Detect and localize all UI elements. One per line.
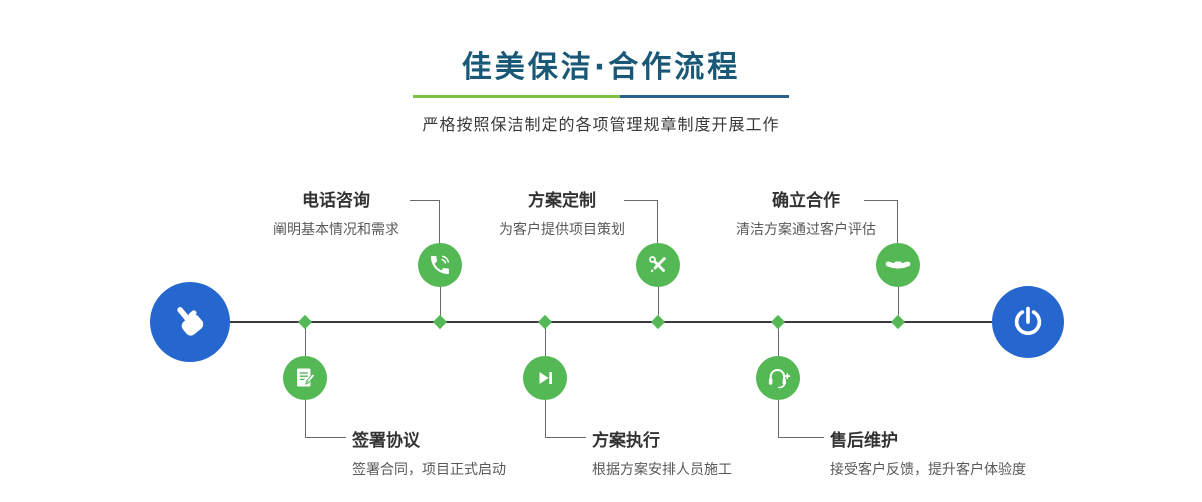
step-desc: 接受客户反馈，提升客户体验度 [830, 462, 1026, 478]
headset-icon [768, 368, 791, 389]
power-icon [1014, 306, 1042, 336]
step-desc: 签署合同，项目正式启动 [352, 462, 506, 478]
divider-blue-segment [619, 95, 789, 98]
step-node-handshake [876, 243, 920, 287]
connector-line [624, 200, 658, 243]
connector-line [305, 400, 346, 438]
timeline-marker [432, 314, 448, 330]
design-tools-icon [649, 256, 667, 273]
divider-green-segment [413, 95, 620, 98]
contract-sign-icon [297, 368, 316, 387]
step-desc: 阐明基本情况和需求 [273, 222, 399, 238]
connector-line [410, 200, 440, 243]
step-node-aftersales [756, 356, 800, 400]
connector-line [898, 287, 899, 321]
step-title: 方案定制 [528, 191, 596, 211]
timeline-marker [770, 314, 786, 330]
step-title: 售后维护 [830, 431, 898, 451]
timeline-axis [190, 321, 1030, 323]
connector-line [440, 287, 441, 321]
end-node [992, 286, 1064, 358]
step-phone-consult: 电话咨询 阐明基本情况和需求 [260, 186, 412, 239]
step-sign-agreement: 签署协议 签署合同，项目正式启动 [352, 426, 506, 479]
step-plan-custom: 方案定制 为客户提供项目策划 [486, 186, 638, 239]
step-desc: 为客户提供项目策划 [499, 222, 625, 238]
step-desc: 根据方案安排人员施工 [592, 462, 732, 478]
connector-line [778, 323, 779, 356]
step-node-contract [283, 356, 327, 400]
page-title: 佳美保洁·合作流程 [461, 50, 741, 85]
step-title: 确立合作 [772, 191, 840, 211]
connector-line [864, 200, 898, 243]
step-title: 签署协议 [352, 431, 420, 451]
connector-line [545, 323, 546, 356]
title-divider [413, 95, 789, 98]
step-title: 电话咨询 [302, 191, 370, 211]
page-subtitle: 严格按照保洁制定的各项管理规章制度开展工作 [422, 115, 780, 134]
start-node [150, 282, 230, 362]
play-icon [539, 372, 552, 384]
step-establish-coop: 确立合作 清洁方案通过客户评估 [730, 186, 882, 239]
pointing-hand-icon [177, 307, 204, 336]
step-node-execute [523, 356, 567, 400]
step-node-design [636, 243, 680, 287]
timeline-marker [650, 314, 666, 330]
step-desc: 清洁方案通过客户评估 [736, 222, 876, 238]
step-node-phone [418, 243, 462, 287]
step-title: 方案执行 [592, 431, 660, 451]
connector-line [658, 287, 659, 321]
timeline-marker [297, 314, 313, 330]
phone-icon [431, 255, 450, 274]
timeline-marker [890, 314, 906, 330]
step-aftersales: 售后维护 接受客户反馈，提升客户体验度 [830, 426, 1026, 479]
connector-line [778, 400, 824, 438]
handshake-icon [885, 261, 911, 269]
connector-line [305, 323, 306, 356]
timeline-marker [537, 314, 553, 330]
connector-line [545, 400, 586, 438]
step-plan-execute: 方案执行 根据方案安排人员施工 [592, 426, 732, 479]
